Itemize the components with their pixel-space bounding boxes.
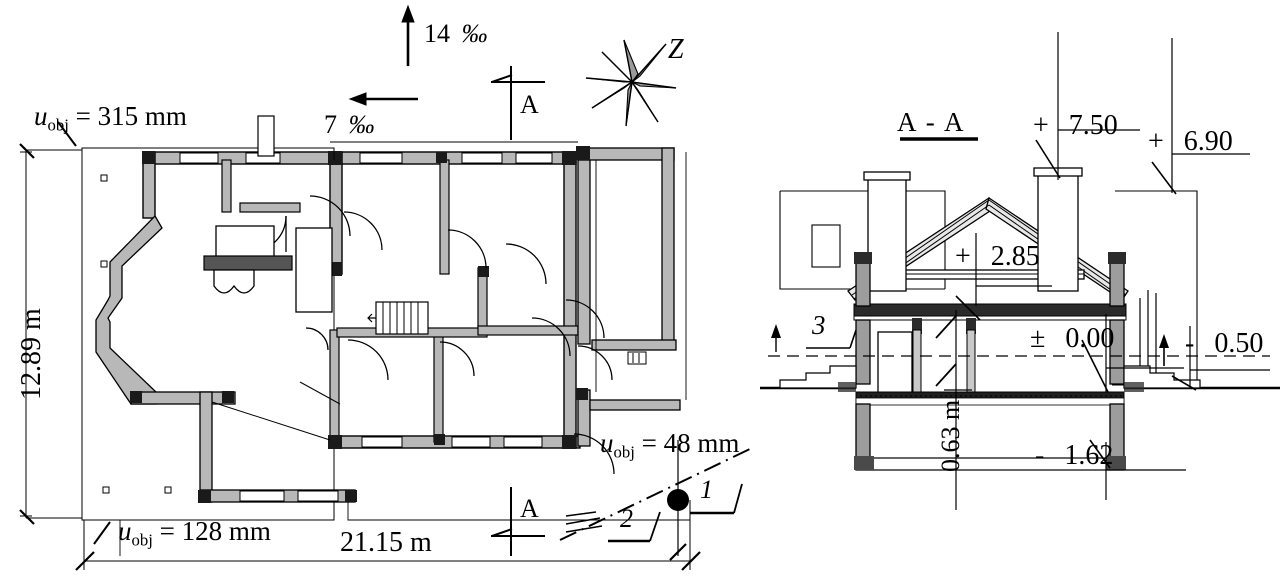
- plan-width-dimension: 21.15 m: [340, 527, 432, 558]
- ground-floor-walls: [854, 252, 1126, 395]
- plan-height-dimension: 12.89 m: [16, 308, 47, 400]
- section-graphic: [760, 32, 1280, 510]
- level-label-690: + 6.90: [1148, 126, 1233, 157]
- north-arrow-compass-rose: [585, 39, 677, 127]
- wall-joints: [130, 146, 590, 503]
- slope-arrow-up: [401, 4, 415, 66]
- slope-label-up: 14 ‰: [424, 19, 488, 48]
- station-point-dot: [667, 489, 689, 511]
- dimension-lines: [19, 143, 701, 571]
- section-marker-top-label: A: [520, 90, 539, 119]
- door-swings: [249, 195, 615, 475]
- leader-uobj-bottomleft: [93, 521, 111, 545]
- level-marker-162: [1089, 439, 1186, 500]
- section-title: A - A: [897, 107, 966, 137]
- uobj-label-bottom-left: uobj = 128 mm: [118, 516, 271, 550]
- slope-arrow-left: [348, 92, 418, 106]
- section-height-label: 0.63 m: [936, 399, 965, 472]
- earth-hatch: [838, 382, 1144, 392]
- level-label-000: ± 0.00: [1030, 323, 1115, 354]
- fixture: [627, 351, 647, 365]
- detail-marker-3-leader: [771, 324, 857, 352]
- level-marker-285: [955, 233, 1052, 321]
- uobj-label-top-left: uobj = 315 mm: [34, 101, 187, 135]
- right-wing: [577, 147, 681, 447]
- staircase: [367, 301, 429, 335]
- section-marker-top-graphic: [491, 66, 545, 140]
- level-marker-750: [1035, 32, 1140, 180]
- detail-marker-3-label: 3: [812, 310, 826, 340]
- level-label-162: - 1.62: [1035, 440, 1114, 471]
- bay-window: [95, 214, 163, 405]
- basement: [854, 403, 1126, 471]
- level-marker-690: [1151, 38, 1250, 195]
- interior-door: [877, 331, 913, 399]
- windows: [179, 152, 553, 502]
- station-label-2: 2: [620, 504, 633, 533]
- first-floor-slab: [853, 303, 1127, 321]
- uobj-label-bottom-right: uobj = 48 mm: [600, 428, 740, 462]
- interior-partitions: [221, 159, 579, 443]
- chimneys: [863, 167, 1083, 292]
- level-label-050: - 0.50: [1185, 328, 1264, 359]
- section-marker-bottom-label: A: [520, 494, 539, 523]
- level-marker-000: [1081, 314, 1184, 393]
- leader-uobj-topleft: [57, 121, 77, 147]
- level-marker-050: [1159, 326, 1270, 391]
- survey-station-graphic: [559, 440, 753, 561]
- level-label-285: + 2.85: [955, 241, 1040, 272]
- ground-slab: [855, 391, 1125, 406]
- station-label-1: 1: [700, 475, 713, 504]
- height-dimension-063: [935, 310, 972, 510]
- slope-label-left: 7 ‰: [324, 110, 375, 139]
- level-label-750: + 7.50: [1033, 110, 1118, 141]
- floor-plan-graphic: [19, 4, 753, 571]
- section-marker-bottom-graphic: [491, 487, 545, 556]
- fireplace: [203, 115, 293, 294]
- compass-label: Z: [668, 34, 684, 65]
